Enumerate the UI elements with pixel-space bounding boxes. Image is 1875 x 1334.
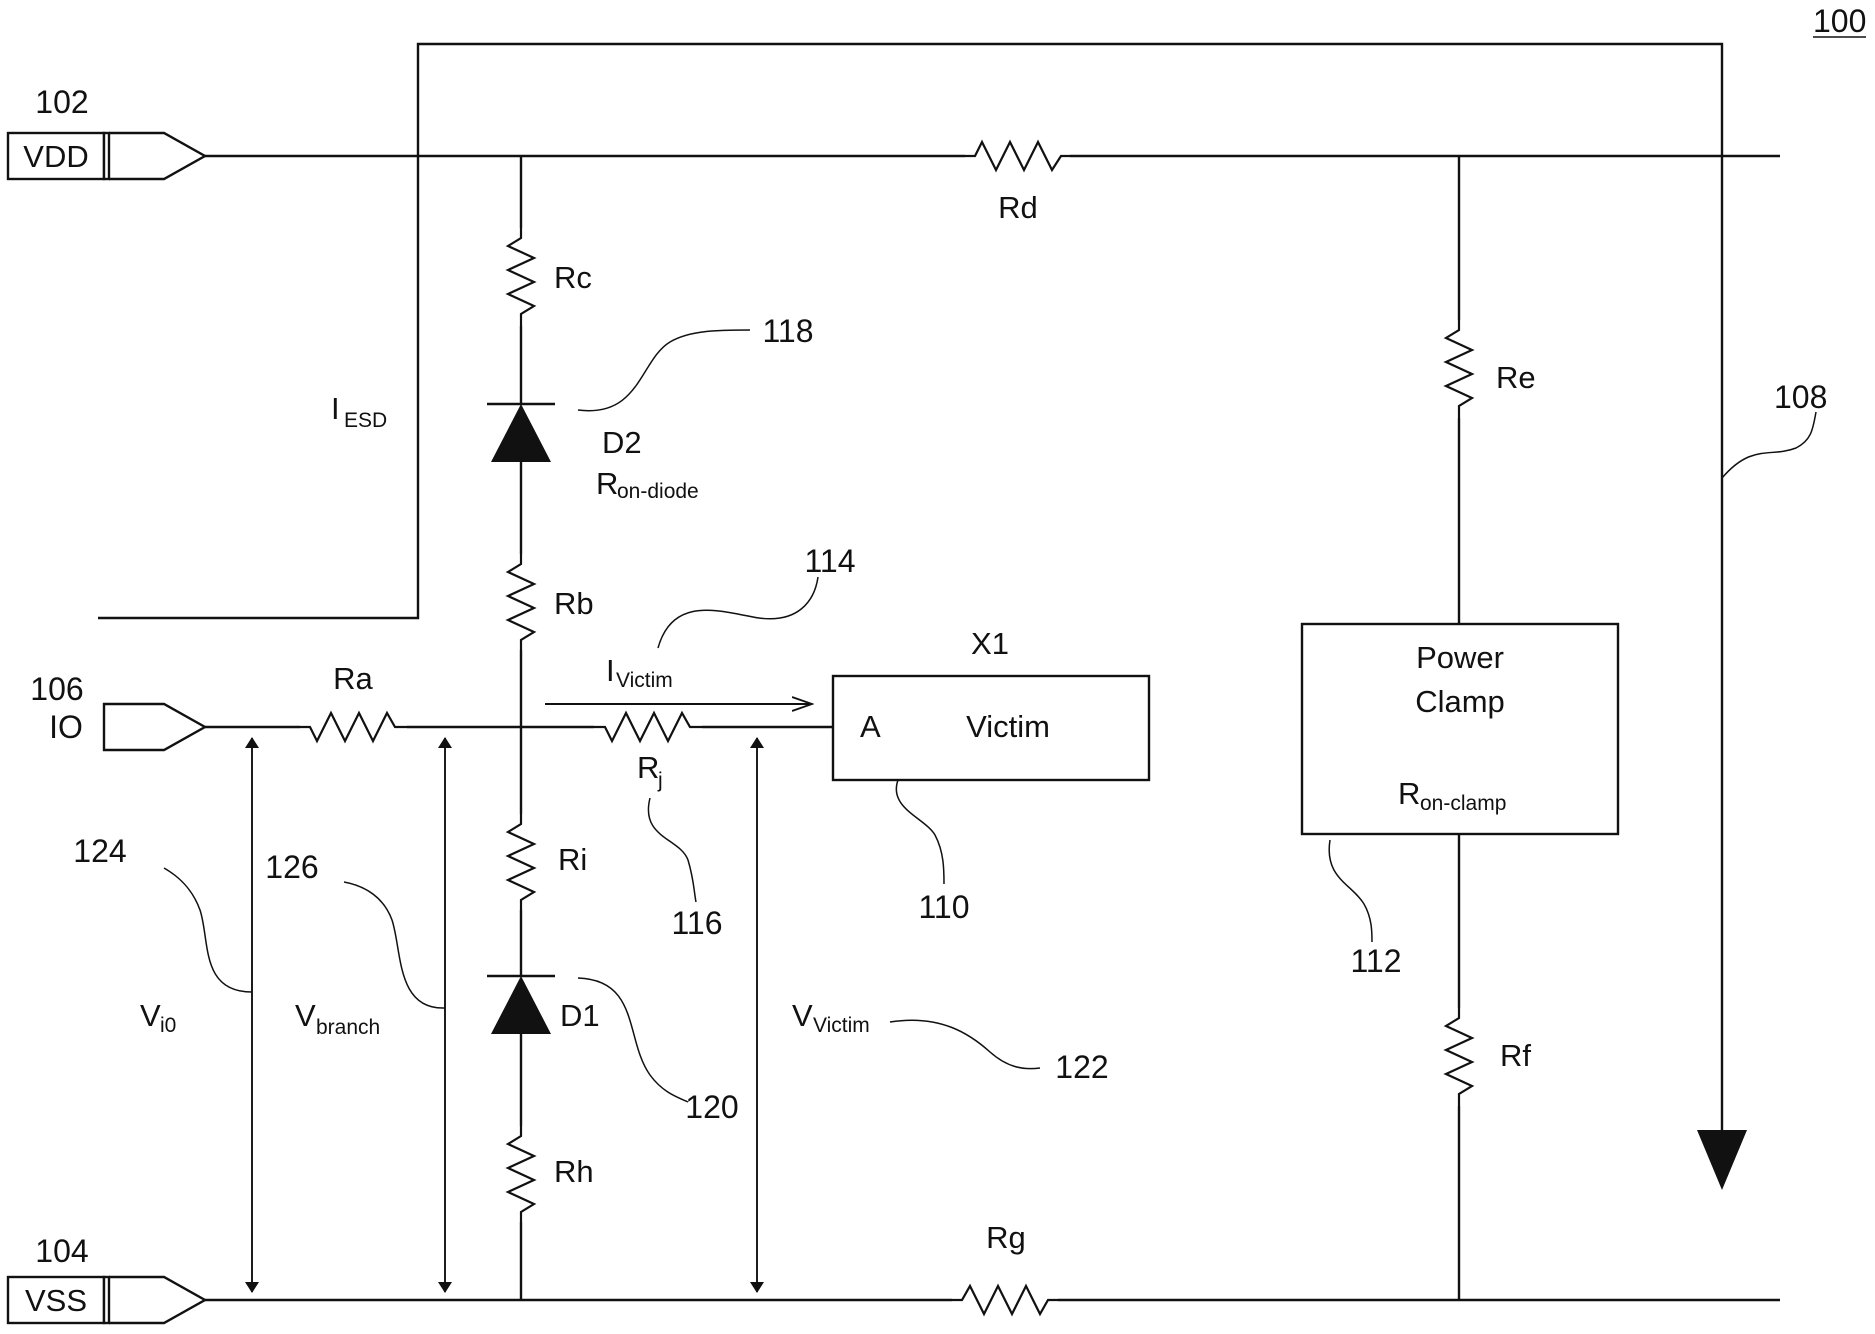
voltage-vbranch-callout: 126 bbox=[265, 849, 445, 1008]
diode-d2-resistance-label: R on-diode bbox=[596, 466, 699, 503]
vdd-pin-label: VDD bbox=[23, 139, 88, 174]
svg-text:ESD: ESD bbox=[344, 409, 387, 432]
diode-d1-callout: 120 bbox=[578, 978, 739, 1125]
victim-callout: 110 bbox=[896, 780, 969, 925]
power-clamp-label-line2: Clamp bbox=[1415, 684, 1505, 719]
svg-text:R: R bbox=[637, 750, 659, 785]
svg-text:126: 126 bbox=[265, 849, 318, 885]
victim-block: A Victim bbox=[833, 676, 1149, 780]
esd-path-callout: 108 bbox=[1722, 379, 1827, 478]
voltage-vbranch-label: V branch bbox=[295, 998, 380, 1039]
svg-text:I: I bbox=[606, 653, 615, 688]
svg-text:114: 114 bbox=[804, 543, 855, 579]
diode-d2-label: D2 bbox=[602, 425, 642, 460]
power-clamp-label-line1: Power bbox=[1416, 640, 1504, 675]
resistor-rf-label: Rf bbox=[1500, 1038, 1531, 1073]
vdd-pin-ref: 102 bbox=[35, 84, 88, 120]
esd-arrowhead bbox=[1697, 1130, 1747, 1190]
io-line bbox=[205, 713, 833, 741]
resistor-rh-label: Rh bbox=[554, 1154, 594, 1189]
svg-text:116: 116 bbox=[671, 905, 722, 941]
resistor-rc-label: Rc bbox=[554, 260, 592, 295]
svg-text:108: 108 bbox=[1774, 379, 1827, 415]
svg-text:R: R bbox=[1398, 776, 1420, 811]
vss-pin-ref: 104 bbox=[35, 1233, 88, 1269]
resistor-rj-label: R j bbox=[637, 750, 663, 792]
voltage-vi0-callout: 124 bbox=[73, 833, 252, 992]
voltage-vvictim-callout: 122 bbox=[890, 1020, 1109, 1085]
vss-pin: VSS 104 bbox=[8, 1233, 205, 1323]
svg-text:112: 112 bbox=[1350, 943, 1401, 979]
svg-text:i0: i0 bbox=[160, 1014, 176, 1037]
vdd-pin: VDD 102 bbox=[8, 84, 205, 179]
svg-text:Victim: Victim bbox=[616, 669, 673, 692]
resistor-ri-label: Ri bbox=[558, 842, 587, 877]
power-clamp-block: Power Clamp R on-clamp bbox=[1302, 624, 1618, 834]
svg-text:V: V bbox=[140, 998, 161, 1033]
io-pin: 106 IO bbox=[30, 671, 205, 750]
svg-text:120: 120 bbox=[685, 1089, 738, 1125]
diode-d1-symbol bbox=[487, 976, 555, 1034]
victim-current-callout: 114 bbox=[658, 543, 856, 648]
vdd-rail bbox=[205, 142, 1780, 170]
svg-text:122: 122 bbox=[1055, 1049, 1108, 1085]
resistor-rg-label: Rg bbox=[986, 1220, 1026, 1255]
figure-number: 100 bbox=[1813, 3, 1866, 39]
svg-text:110: 110 bbox=[918, 889, 969, 925]
diode-d2-symbol bbox=[487, 404, 555, 462]
svg-text:on-clamp: on-clamp bbox=[1420, 792, 1506, 815]
resistor-rb-label: Rb bbox=[554, 586, 594, 621]
resistor-re-label: Re bbox=[1496, 360, 1536, 395]
vss-rail bbox=[205, 1286, 1780, 1314]
svg-text:100: 100 bbox=[1813, 3, 1866, 39]
victim-current-label: I Victim bbox=[606, 653, 673, 692]
vss-pin-label: VSS bbox=[25, 1283, 87, 1318]
esd-current-label: I ESD bbox=[331, 391, 387, 432]
diode-d1-label: D1 bbox=[560, 998, 600, 1033]
voltage-vi0-label: V i0 bbox=[140, 998, 176, 1037]
victim-label: Victim bbox=[966, 709, 1050, 744]
voltage-vvictim-label: V Victim bbox=[792, 998, 870, 1037]
resistor-rj-callout: 116 bbox=[648, 798, 722, 941]
power-clamp-callout: 112 bbox=[1329, 840, 1401, 979]
svg-text:V: V bbox=[792, 998, 813, 1033]
io-pin-label: IO bbox=[49, 709, 83, 745]
svg-text:118: 118 bbox=[762, 313, 813, 349]
svg-text:on-diode: on-diode bbox=[617, 480, 699, 503]
svg-text:I: I bbox=[331, 391, 340, 426]
svg-text:Victim: Victim bbox=[813, 1014, 870, 1037]
svg-text:V: V bbox=[295, 998, 316, 1033]
resistor-rd-label: Rd bbox=[998, 190, 1038, 225]
svg-text:R: R bbox=[596, 466, 618, 501]
resistor-ra-label: Ra bbox=[333, 661, 373, 696]
svg-text:j: j bbox=[657, 769, 663, 792]
diode-d2-callout: 118 bbox=[578, 313, 814, 411]
victim-pin-a: A bbox=[860, 709, 881, 744]
io-pin-ref: 106 bbox=[30, 671, 83, 707]
svg-text:124: 124 bbox=[73, 833, 126, 869]
svg-text:branch: branch bbox=[316, 1016, 380, 1039]
victim-name: X1 bbox=[971, 626, 1009, 661]
